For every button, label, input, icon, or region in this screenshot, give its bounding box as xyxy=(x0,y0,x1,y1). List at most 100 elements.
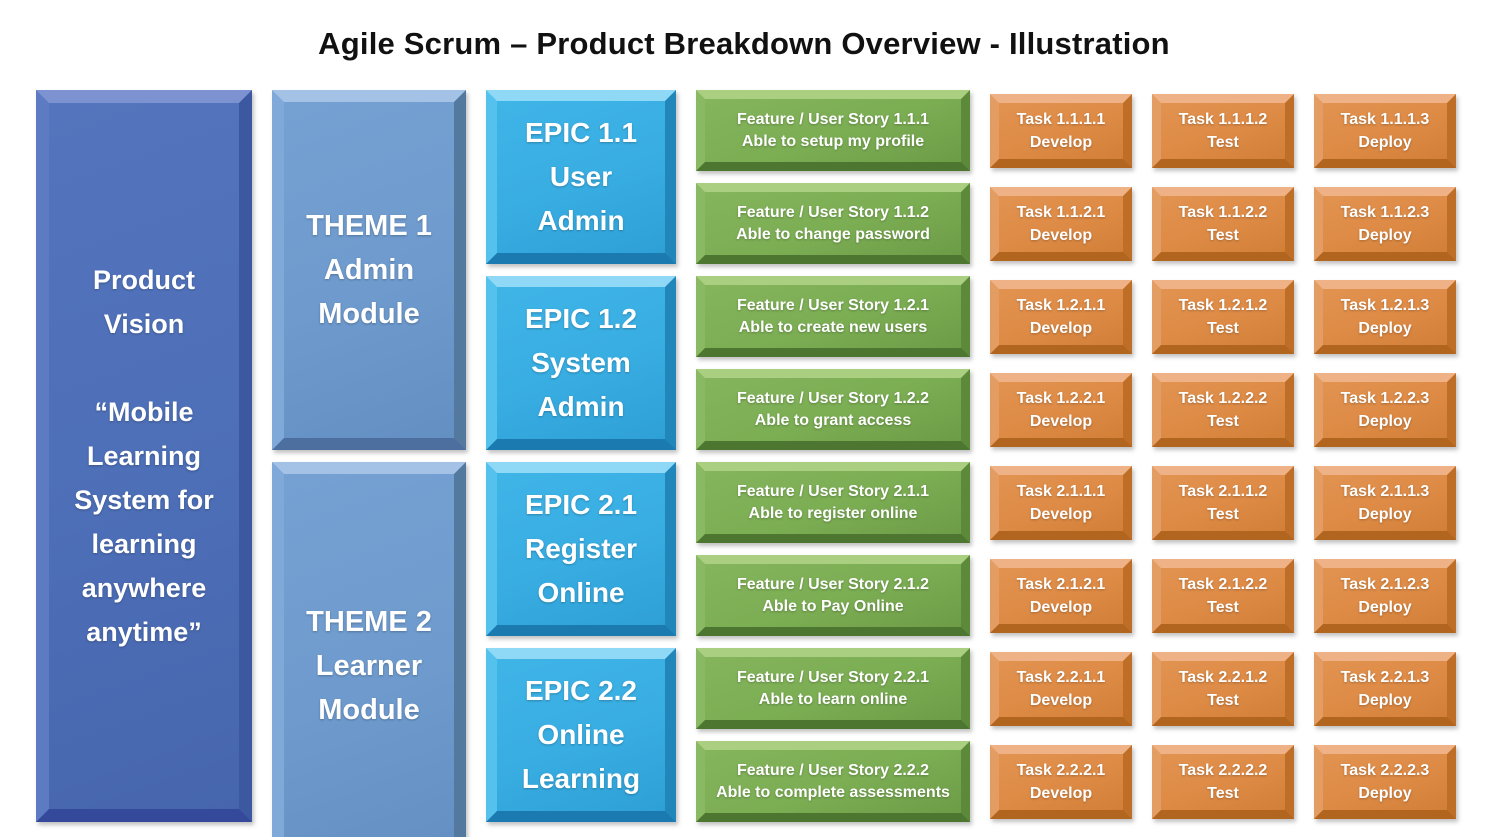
task-title: Task 2.2.2.3 xyxy=(1340,761,1430,779)
product-vision-heading: Product Vision xyxy=(92,265,195,339)
task-title: Task 2.2.1.2 xyxy=(1178,668,1268,686)
task-subtitle: Develop xyxy=(1029,691,1093,709)
task-box-2-1-2-2: Task 2.1.2.2 Test xyxy=(1152,558,1294,633)
task-subtitle: Test xyxy=(1207,133,1239,151)
feature-box-1-1-2: Feature / User Story 1.1.2 Able to chang… xyxy=(696,183,970,264)
epic-2-2-label: EPIC 2.2 Online Learning xyxy=(521,675,641,794)
task-subtitle: Develop xyxy=(1029,319,1093,337)
task-box-1-2-2-1: Task 1.2.2.1 Develop xyxy=(990,372,1132,447)
feature-desc: Able to grant access xyxy=(754,411,912,429)
task-title: Task 2.1.2.2 xyxy=(1178,575,1268,593)
feature-box-1-1-1: Feature / User Story 1.1.1 Able to setup… xyxy=(696,90,970,171)
feature-desc: Able to complete assessments xyxy=(716,783,950,801)
task-title: Task 1.1.1.3 xyxy=(1340,110,1430,128)
task-box-1-1-2-3: Task 1.1.2.3 Deploy xyxy=(1314,186,1456,261)
epic-1-1-box: EPIC 1.1 User Admin xyxy=(486,90,676,264)
task-subtitle: Test xyxy=(1207,319,1239,337)
feature-box-2-2-2: Feature / User Story 2.2.2 Able to compl… xyxy=(696,741,970,822)
task-box-2-2-1-3: Task 2.2.1.3 Deploy xyxy=(1314,651,1456,726)
task-title: Task 1.2.1.3 xyxy=(1340,296,1430,314)
task-title: Task 2.1.1.2 xyxy=(1178,482,1268,500)
task-subtitle: Develop xyxy=(1029,412,1093,430)
task-subtitle: Develop xyxy=(1029,598,1093,616)
feature-title: Feature / User Story 2.2.1 xyxy=(736,668,930,686)
theme-2-box: THEME 2 Learner Module xyxy=(272,462,466,837)
task-subtitle: Deploy xyxy=(1358,133,1412,151)
task-box-1-1-1-3: Task 1.1.1.3 Deploy xyxy=(1314,93,1456,168)
feature-desc: Able to Pay Online xyxy=(762,597,904,615)
epic-2-1-label: EPIC 2.1 Register Online xyxy=(524,489,638,608)
feature-desc: Able to learn online xyxy=(758,690,908,708)
task-box-1-2-2-3: Task 1.2.2.3 Deploy xyxy=(1314,372,1456,447)
feature-title: Feature / User Story 1.1.2 xyxy=(736,203,930,221)
feature-title: Feature / User Story 1.2.1 xyxy=(736,296,930,314)
feature-desc: Able to change password xyxy=(736,225,930,243)
feature-desc: Able to create new users xyxy=(738,318,928,336)
task-title: Task 1.1.1.2 xyxy=(1178,110,1268,128)
theme-1-box: THEME 1 Admin Module xyxy=(272,90,466,450)
task-subtitle: Deploy xyxy=(1358,784,1412,802)
task-box-1-2-1-2: Task 1.2.1.2 Test xyxy=(1152,279,1294,354)
task-box-2-1-1-2: Task 2.1.1.2 Test xyxy=(1152,465,1294,540)
task-box-2-2-2-2: Task 2.2.2.2 Test xyxy=(1152,744,1294,819)
epic-1-2-label: EPIC 1.2 System Admin xyxy=(524,303,638,422)
epic-2-2-box: EPIC 2.2 Online Learning xyxy=(486,648,676,822)
feature-title: Feature / User Story 1.2.2 xyxy=(736,389,930,407)
epic-1-2-box: EPIC 1.2 System Admin xyxy=(486,276,676,450)
task-box-1-2-2-2: Task 1.2.2.2 Test xyxy=(1152,372,1294,447)
task-title: Task 2.1.1.3 xyxy=(1340,482,1430,500)
task-title: Task 1.2.2.3 xyxy=(1340,389,1430,407)
task-subtitle: Test xyxy=(1207,784,1239,802)
theme-1-label: THEME 1 Admin Module xyxy=(306,210,432,330)
task-title: Task 1.1.2.1 xyxy=(1016,203,1106,221)
task-title: Task 2.2.1.1 xyxy=(1016,668,1106,686)
theme-2-label: THEME 2 Learner Module xyxy=(306,606,432,726)
task-title: Task 2.1.1.1 xyxy=(1016,482,1106,500)
task-title: Task 1.1.1.1 xyxy=(1016,110,1106,128)
task-subtitle: Develop xyxy=(1029,505,1093,523)
product-vision-box: Product Vision “Mobile Learning System f… xyxy=(36,90,252,822)
task-box-1-2-1-1: Task 1.2.1.1 Develop xyxy=(990,279,1132,354)
task-title: Task 1.2.2.2 xyxy=(1178,389,1268,407)
product-breakdown-diagram: Product Vision “Mobile Learning System f… xyxy=(36,90,1456,837)
feature-title: Feature / User Story 2.1.1 xyxy=(736,482,930,500)
task-title: Task 2.2.1.3 xyxy=(1340,668,1430,686)
task-box-2-2-1-1: Task 2.2.1.1 Develop xyxy=(990,651,1132,726)
task-subtitle: Develop xyxy=(1029,226,1093,244)
task-subtitle: Deploy xyxy=(1358,319,1412,337)
feature-box-1-2-1: Feature / User Story 1.2.1 Able to creat… xyxy=(696,276,970,357)
task-title: Task 1.2.1.1 xyxy=(1016,296,1106,314)
task-subtitle: Develop xyxy=(1029,784,1093,802)
task-title: Task 2.1.2.1 xyxy=(1016,575,1106,593)
feature-desc: Able to register online xyxy=(748,504,918,522)
feature-title: Feature / User Story 2.1.2 xyxy=(736,575,930,593)
task-subtitle: Test xyxy=(1207,691,1239,709)
task-subtitle: Test xyxy=(1207,598,1239,616)
feature-box-2-2-1: Feature / User Story 2.2.1 Able to learn… xyxy=(696,648,970,729)
feature-desc: Able to setup my profile xyxy=(741,132,925,150)
task-box-2-1-1-1: Task 2.1.1.1 Develop xyxy=(990,465,1132,540)
feature-box-2-1-1: Feature / User Story 2.1.1 Able to regis… xyxy=(696,462,970,543)
task-subtitle: Deploy xyxy=(1358,691,1412,709)
task-subtitle: Develop xyxy=(1029,133,1093,151)
task-subtitle: Deploy xyxy=(1358,412,1412,430)
task-subtitle: Test xyxy=(1207,505,1239,523)
task-box-2-2-2-1: Task 2.2.2.1 Develop xyxy=(990,744,1132,819)
task-box-1-1-1-1: Task 1.1.1.1 Develop xyxy=(990,93,1132,168)
feature-title: Feature / User Story 1.1.1 xyxy=(736,110,930,128)
task-box-1-1-1-2: Task 1.1.1.2 Test xyxy=(1152,93,1294,168)
product-vision-quote: “Mobile Learning System for learning any… xyxy=(74,397,214,647)
task-subtitle: Deploy xyxy=(1358,505,1412,523)
feature-box-2-1-2: Feature / User Story 2.1.2 Able to Pay O… xyxy=(696,555,970,636)
task-box-1-2-1-3: Task 1.2.1.3 Deploy xyxy=(1314,279,1456,354)
epic-1-1-label: EPIC 1.1 User Admin xyxy=(524,117,638,236)
task-title: Task 1.2.2.1 xyxy=(1016,389,1106,407)
task-box-1-1-2-1: Task 1.1.2.1 Develop xyxy=(990,186,1132,261)
page-title: Agile Scrum – Product Breakdown Overview… xyxy=(318,26,1170,61)
task-title: Task 1.1.2.2 xyxy=(1178,203,1268,221)
task-subtitle: Deploy xyxy=(1358,226,1412,244)
epic-2-1-box: EPIC 2.1 Register Online xyxy=(486,462,676,636)
task-title: Task 1.1.2.3 xyxy=(1340,203,1430,221)
task-subtitle: Deploy xyxy=(1358,598,1412,616)
task-title: Task 2.1.2.3 xyxy=(1340,575,1430,593)
